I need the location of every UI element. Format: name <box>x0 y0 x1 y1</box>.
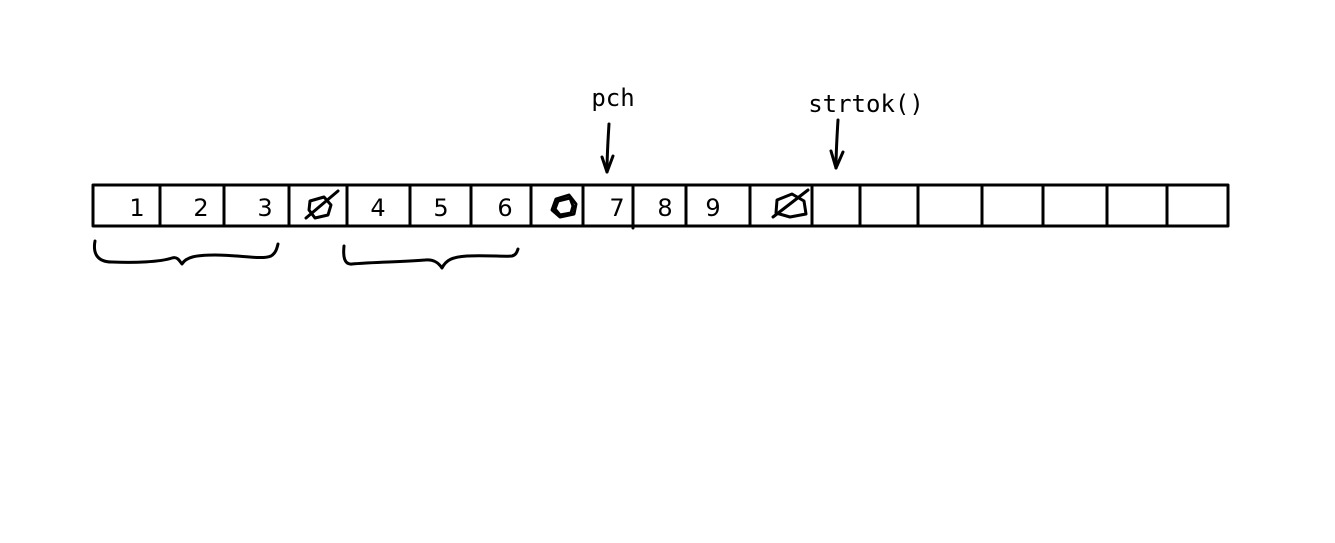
pch-label: pch <box>591 84 634 112</box>
null-char-icon <box>550 193 578 219</box>
buffer-outline <box>91 183 1230 228</box>
cell-5: 5 <box>433 194 448 222</box>
cell-dividers <box>158 183 1169 230</box>
brace-icon <box>93 239 280 266</box>
strtok-label: strtok() <box>808 90 924 118</box>
cell-4: 4 <box>370 194 385 222</box>
null-char-icon <box>771 188 810 219</box>
cell-10: 9 <box>705 194 720 222</box>
strtok-arrow-icon <box>829 118 845 170</box>
cell-2: 3 <box>257 194 272 222</box>
cell-1: 2 <box>193 194 208 222</box>
cell-9: 8 <box>657 194 672 222</box>
pch-arrow-icon <box>600 122 615 174</box>
cell-0: 1 <box>129 194 144 222</box>
brace-icon <box>342 244 520 270</box>
cell-8: 7 <box>609 194 624 222</box>
cell-6: 6 <box>497 194 512 222</box>
null-char-icon <box>304 189 340 220</box>
